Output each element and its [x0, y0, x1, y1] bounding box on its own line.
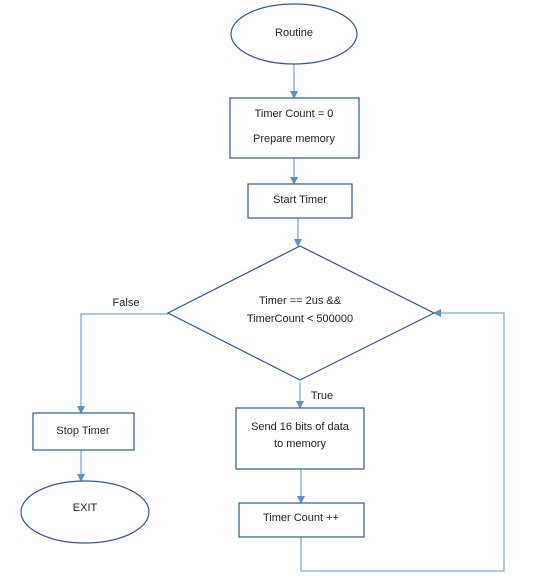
decision-label-line1: Timer == 2us &&	[259, 295, 342, 307]
connector-decision-false-to-stop-timer	[77, 313, 168, 414]
send-data-label-line1: Send 16 bits of data	[251, 421, 350, 433]
decision-diamond: Timer == 2us && TimerCount < 500000	[166, 245, 436, 381]
routine-label: Routine	[275, 27, 313, 39]
exit-node: EXIT	[20, 480, 150, 544]
send-data-box: Send 16 bits of data to memory	[235, 407, 365, 470]
init-label-line2: Prepare memory	[253, 133, 335, 145]
routine-node: Routine	[230, 3, 358, 65]
increment-box: Timer Count ++	[238, 502, 365, 538]
increment-label: Timer Count ++	[263, 512, 339, 524]
start-timer-box: Start Timer	[247, 183, 353, 219]
init-process-box: Timer Count = 0 Prepare memory	[229, 97, 360, 159]
true-edge-label: True	[311, 390, 333, 402]
send-data-label-line2: to memory	[274, 438, 326, 450]
connector-increment-loop-back	[300, 309, 505, 572]
stop-timer-box: Stop Timer	[32, 412, 135, 451]
start-timer-label: Start Timer	[273, 194, 327, 206]
stop-timer-label: Stop Timer	[56, 425, 110, 437]
init-label-line1: Timer Count = 0	[255, 108, 334, 120]
false-edge-label: False	[113, 297, 140, 309]
decision-label-line2: TimerCount < 500000	[247, 313, 353, 325]
exit-label: EXIT	[73, 502, 98, 514]
